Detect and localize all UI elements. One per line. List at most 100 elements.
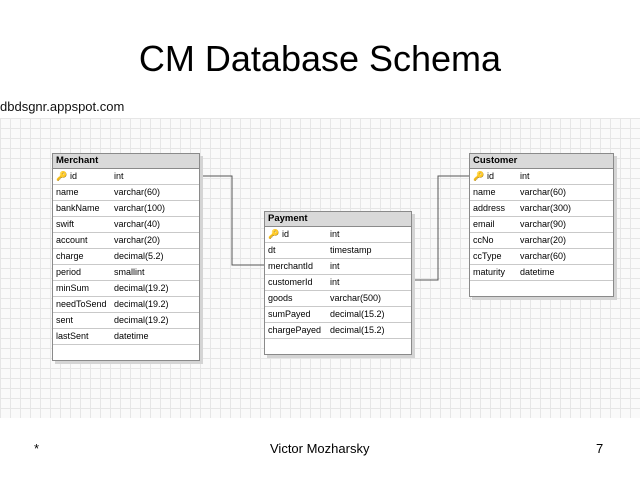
column-name: address xyxy=(470,201,520,216)
column-name: ccNo xyxy=(470,233,520,248)
table-row[interactable] xyxy=(265,339,411,354)
column-name-text: sent xyxy=(56,315,74,325)
column-type: varchar(40) xyxy=(114,219,161,229)
column-name-text: merchantId xyxy=(268,261,314,271)
column-type: decimal(15.2) xyxy=(330,309,385,319)
column-name: chargePayed xyxy=(265,323,330,338)
column-name-text: id xyxy=(282,229,290,239)
column-type: smallint xyxy=(114,267,145,277)
table-row[interactable]: name varchar(60) xyxy=(470,185,613,201)
table-row[interactable]: swift varchar(40) xyxy=(53,217,199,233)
column-name-text: customerId xyxy=(268,277,313,287)
column-name: dt xyxy=(265,243,330,258)
table-row[interactable]: dt timestamp xyxy=(265,243,411,259)
column-name: merchantId xyxy=(265,259,330,274)
payment-table-header: Payment xyxy=(265,212,411,227)
column-name: 🔑id xyxy=(470,169,520,184)
column-type: varchar(60) xyxy=(520,251,567,261)
column-type: datetime xyxy=(520,267,555,277)
connector-customer-payment xyxy=(410,175,470,281)
column-name: account xyxy=(53,233,114,248)
table-row[interactable]: customerId int xyxy=(265,275,411,291)
table-row[interactable]: sumPayed decimal(15.2) xyxy=(265,307,411,323)
column-name-text: dt xyxy=(268,245,276,255)
column-type: varchar(20) xyxy=(520,235,567,245)
table-row[interactable]: maturity datetime xyxy=(470,265,613,281)
column-name: ccType xyxy=(470,249,520,264)
merchant-table-header: Merchant xyxy=(53,154,199,169)
column-name: email xyxy=(470,217,520,232)
column-type: varchar(90) xyxy=(520,219,567,229)
column-type: timestamp xyxy=(330,245,372,255)
key-icon: 🔑 xyxy=(56,171,68,181)
column-name: lastSent xyxy=(53,329,114,344)
column-name-text: id xyxy=(487,171,495,181)
column-name: sumPayed xyxy=(265,307,330,322)
column-name: goods xyxy=(265,291,330,306)
column-name-text: ccNo xyxy=(473,235,494,245)
table-row[interactable] xyxy=(53,345,199,360)
key-icon: 🔑 xyxy=(268,229,280,239)
table-row[interactable]: bankName varchar(100) xyxy=(53,201,199,217)
column-name-text: chargePayed xyxy=(268,325,322,335)
slide-title: CM Database Schema xyxy=(138,38,502,79)
page-number: 7 xyxy=(596,441,604,456)
column-name: customerId xyxy=(265,275,330,290)
column-name-text: swift xyxy=(56,219,74,229)
column-type: decimal(5.2) xyxy=(114,251,164,261)
footer-marker: * xyxy=(34,441,40,456)
column-name-text: id xyxy=(70,171,78,181)
column-name: name xyxy=(53,185,114,200)
column-name-text: maturity xyxy=(473,267,506,277)
column-name xyxy=(265,339,330,354)
column-name-text: bankName xyxy=(56,203,100,213)
column-type: int xyxy=(520,171,530,181)
connector-merchant-payment xyxy=(200,175,264,266)
column-name: needToSend xyxy=(53,297,114,312)
column-name-text: lastSent xyxy=(56,331,89,341)
column-name: bankName xyxy=(53,201,114,216)
key-icon: 🔑 xyxy=(473,171,485,181)
column-name-text: minSum xyxy=(56,283,90,293)
column-type: int xyxy=(330,261,340,271)
column-type: decimal(19.2) xyxy=(114,315,169,325)
column-type: varchar(300) xyxy=(520,203,572,213)
table-row[interactable] xyxy=(470,281,613,296)
column-name xyxy=(470,281,520,296)
column-name: name xyxy=(470,185,520,200)
column-name-text: name xyxy=(473,187,496,197)
column-type: varchar(100) xyxy=(114,203,166,213)
table-row[interactable]: merchantId int xyxy=(265,259,411,275)
column-name: period xyxy=(53,265,114,280)
column-name: 🔑id xyxy=(53,169,114,184)
table-row[interactable]: chargePayed decimal(15.2) xyxy=(265,323,411,339)
table-row[interactable]: sent decimal(19.2) xyxy=(53,313,199,329)
source-label: dbdsgnr.appspot.com xyxy=(0,99,125,114)
column-type: decimal(15.2) xyxy=(330,325,385,335)
column-name xyxy=(53,345,114,360)
column-name: maturity xyxy=(470,265,520,280)
column-name: charge xyxy=(53,249,114,264)
column-type: varchar(60) xyxy=(520,187,567,197)
column-type: int xyxy=(330,277,340,287)
column-name-text: sumPayed xyxy=(268,309,311,319)
table-row[interactable]: ccNo varchar(20) xyxy=(470,233,613,249)
column-name: swift xyxy=(53,217,114,232)
